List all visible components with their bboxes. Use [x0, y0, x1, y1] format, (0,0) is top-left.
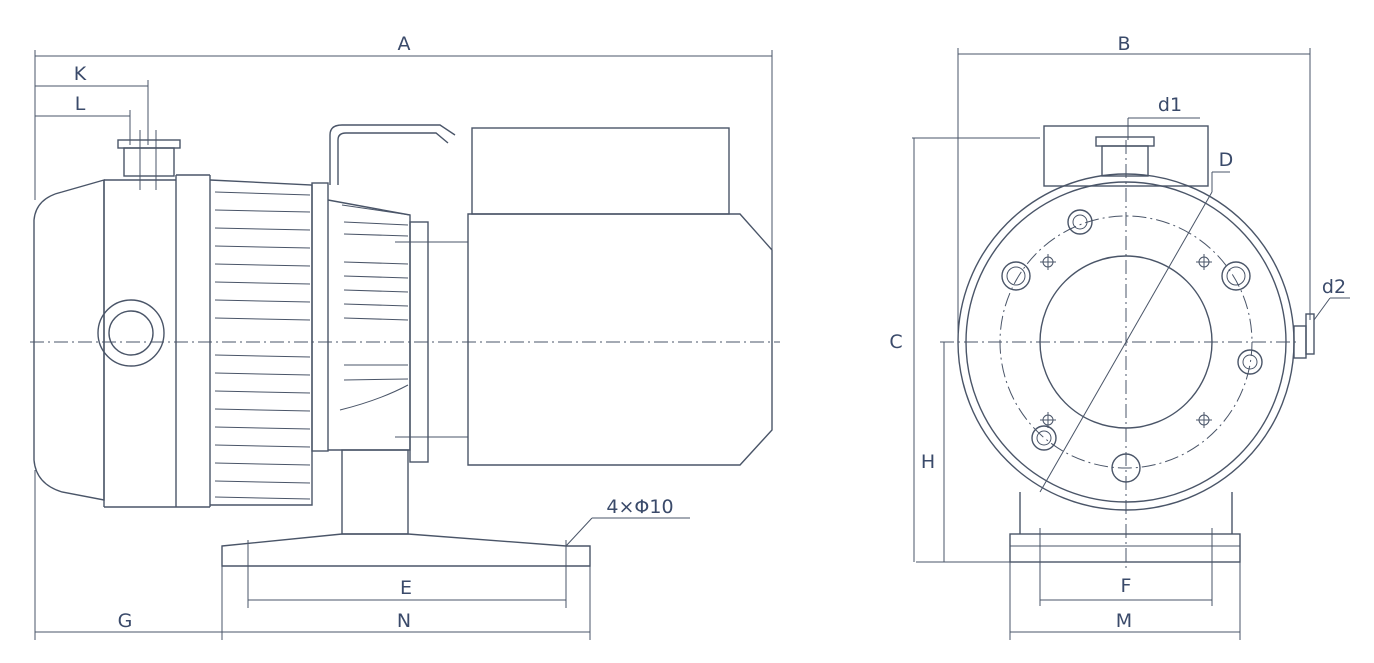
- pedestal: [341, 449, 409, 535]
- side-port: [97, 299, 165, 367]
- dimension-b: B: [957, 33, 1311, 342]
- side-view: A K L: [30, 33, 780, 640]
- front-view: B d1: [889, 33, 1350, 640]
- dimension-g: G: [34, 470, 223, 640]
- crosshair-marks: [1040, 254, 1212, 428]
- dimension-k: K: [35, 63, 149, 145]
- label-d2: d2: [1322, 276, 1346, 298]
- bolt-hole: [1031, 425, 1057, 451]
- label-k: K: [74, 63, 87, 85]
- fan-shroud: [327, 199, 411, 451]
- label-h: H: [921, 451, 935, 473]
- end-cover: [33, 179, 105, 501]
- label-d1: d1: [1158, 94, 1182, 116]
- label-l: L: [75, 93, 86, 115]
- label-b: B: [1117, 33, 1130, 55]
- hole-note: 4×Φ10: [606, 496, 673, 518]
- motor: [467, 127, 773, 466]
- bolt-holes: [1001, 209, 1263, 483]
- port-d1: d1: [1095, 94, 1200, 177]
- dimension-e: E: [248, 577, 566, 601]
- bolt-hole: [1001, 261, 1031, 291]
- label-a: A: [398, 33, 411, 55]
- flange-plate: [311, 182, 329, 452]
- dimension-m: M: [1009, 562, 1241, 640]
- port-d2: d2: [1293, 276, 1350, 359]
- label-c: C: [889, 331, 902, 353]
- bolt-hole: [1221, 261, 1251, 291]
- hole-callout: 4×Φ10: [565, 496, 690, 547]
- dimension-l: L: [35, 93, 131, 145]
- top-boss: [1043, 125, 1209, 187]
- label-n: N: [397, 610, 411, 632]
- dimension-d: D: [1039, 149, 1234, 493]
- handle: [329, 124, 456, 185]
- label-f: F: [1121, 575, 1132, 597]
- inlet-port: [117, 130, 181, 190]
- label-d: D: [1219, 149, 1234, 171]
- label-g: G: [118, 610, 133, 632]
- dimension-n: N: [222, 560, 591, 640]
- support-stand: [1009, 492, 1241, 606]
- dimension-h: H: [921, 342, 945, 562]
- dimension-c: C: [889, 137, 1040, 563]
- bolt-hole: [1237, 349, 1263, 375]
- label-e: E: [400, 577, 412, 599]
- base-plate: [221, 533, 591, 608]
- bolt-hole: [1067, 209, 1093, 235]
- label-m: M: [1116, 610, 1132, 632]
- dimension-f: F: [1040, 575, 1212, 601]
- dimension-a: A: [34, 33, 773, 255]
